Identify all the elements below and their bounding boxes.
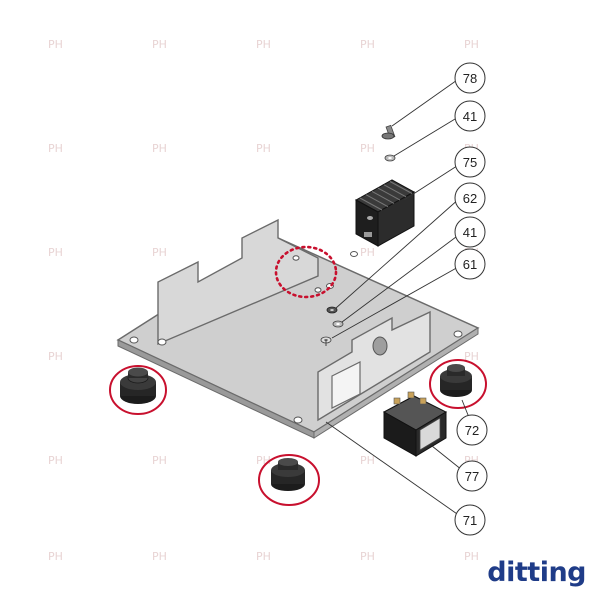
watermark-mark: PH — [360, 142, 375, 155]
watermark-mark: PH — [464, 550, 479, 563]
highlight-dotted-area — [274, 245, 338, 299]
watermark-mark: PH — [360, 38, 375, 51]
watermark-mark: PH — [152, 142, 167, 155]
switch-77 — [382, 391, 448, 457]
highlight-circle-bottom-foot — [258, 454, 320, 506]
watermark-mark: PH — [360, 550, 375, 563]
nut-62 — [326, 306, 338, 314]
ditting-logo: ditting — [487, 557, 586, 588]
svg-text:61: 61 — [463, 257, 477, 272]
svg-text:77: 77 — [465, 469, 479, 484]
callout-78: 78 — [454, 62, 486, 94]
watermark-mark: PH — [48, 350, 63, 363]
terminal-ridge — [383, 184, 407, 198]
rubber-foot-bottom — [271, 458, 305, 491]
highlight-markers — [109, 245, 487, 506]
watermark-mark: PH — [464, 350, 479, 363]
rubber-foot-left — [120, 367, 156, 404]
watermark-mark: PH — [360, 454, 375, 467]
callout-41-top: 41 — [454, 100, 486, 132]
svg-text:78: 78 — [463, 71, 477, 86]
callout-list: 78 41 75 62 41 61 72 77 — [454, 62, 488, 536]
svg-text:72: 72 — [465, 423, 479, 438]
callout-41-lower: 41 — [454, 216, 486, 248]
highlight-circle-right-foot — [429, 359, 487, 409]
highlight-circle-left-foot — [109, 365, 167, 415]
watermark-mark: PH — [256, 142, 271, 155]
screw-78 — [381, 124, 396, 140]
washer-41-lower — [332, 320, 344, 328]
terminal-ridge — [365, 194, 389, 208]
rubber-foot-right — [440, 364, 472, 397]
watermark-mark: PH — [152, 454, 167, 467]
watermark-mark: PH — [48, 142, 63, 155]
watermark-mark: PH — [152, 550, 167, 563]
callout-75: 75 — [454, 146, 486, 178]
callout-62: 62 — [454, 182, 486, 214]
watermark-mark: PH — [48, 246, 63, 259]
svg-text:62: 62 — [463, 191, 477, 206]
callout-77: 77 — [456, 460, 488, 492]
watermark-mark: PH — [152, 246, 167, 259]
leader-lines — [325, 77, 471, 517]
callout-61: 61 — [454, 248, 486, 280]
callout-72: 72 — [456, 414, 488, 446]
svg-text:71: 71 — [463, 513, 477, 528]
watermark-mark: PH — [48, 550, 63, 563]
screw-and-washer-parts — [320, 124, 396, 346]
terminal-ridge — [377, 187, 401, 201]
svg-text:41: 41 — [463, 225, 477, 240]
svg-text:41: 41 — [463, 109, 477, 124]
watermark-mark: PH — [256, 38, 271, 51]
terminal-block-75 — [354, 179, 416, 247]
svg-text:75: 75 — [463, 155, 477, 170]
watermark-mark: PH — [360, 246, 375, 259]
terminal-ridge — [371, 190, 395, 204]
terminal-ridge — [389, 181, 413, 194]
washer-41-top — [384, 154, 396, 162]
terminal-ridge — [359, 197, 383, 211]
watermark-mark: PH — [48, 38, 63, 51]
base-plate — [116, 218, 480, 439]
watermark-mark: PH — [48, 454, 63, 467]
watermark-mark: PH — [256, 550, 271, 563]
bolt-61 — [320, 336, 332, 346]
callout-71: 71 — [454, 504, 486, 536]
watermark-mark: PH — [152, 38, 167, 51]
watermark-mark: PH — [464, 38, 479, 51]
